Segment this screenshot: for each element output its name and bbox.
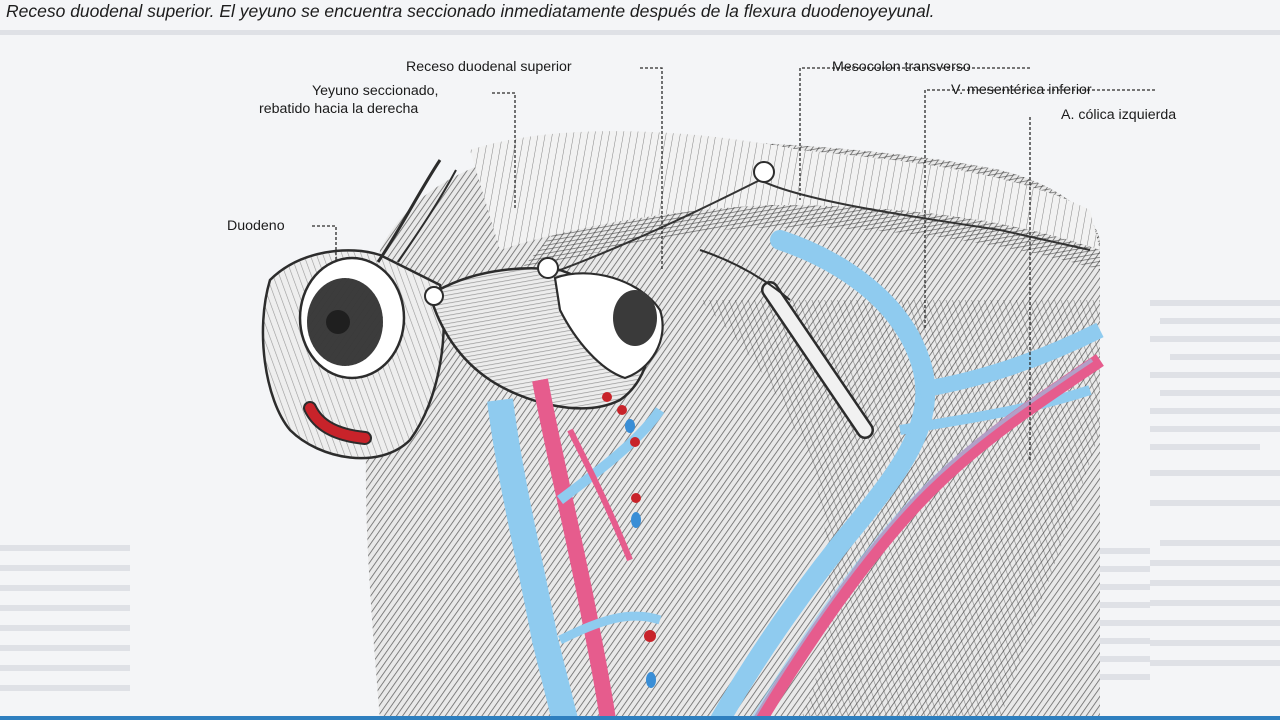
sectioned-jejunum [424,161,775,410]
label-superior-duodenal-recess: Receso duodenal superior [406,59,572,75]
bottom-accent-bar [0,716,1280,720]
label-jejunum-line2: rebatido hacia la derecha [259,101,419,117]
label-left-colic-artery: A. cólica izquierda [1061,107,1177,123]
figure-caption: Receso duodenal superior. El yeyuno se e… [6,1,935,21]
inferior-mesenteric-vein [710,230,1104,720]
left-colic-artery [750,354,1104,720]
label-duodenum: Duodeno [227,218,285,234]
retractor-rod [699,249,874,439]
mesenteric-vessels-vertical [487,378,665,720]
duodenal-artery-lumen [303,401,372,445]
label-transverse-mesocolon: Mesocolon transverso [832,59,971,75]
label-leaders [312,67,1155,460]
label-inferior-mesenteric-vein: V. mesentérica inferior [951,82,1092,98]
small-vessel-beads [602,392,656,688]
label-jejunum-line1: Yeyuno seccionado, [312,83,439,99]
